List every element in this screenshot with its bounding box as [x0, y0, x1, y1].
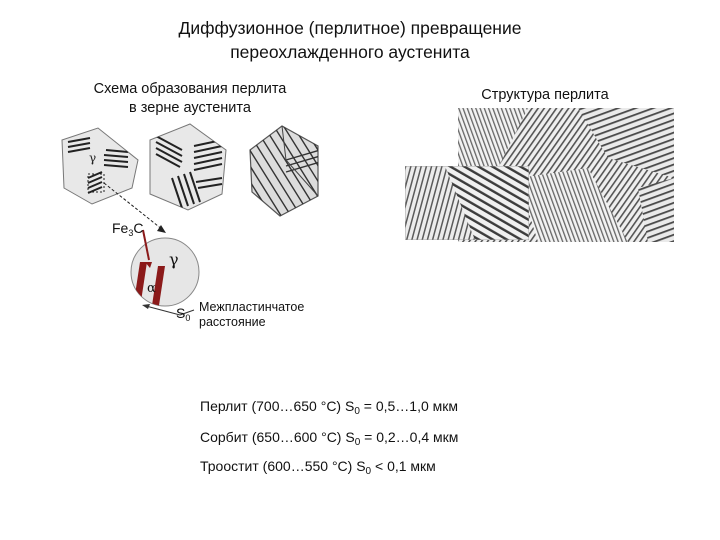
- formula-symbol: S: [345, 429, 355, 445]
- gamma-label-large: γ: [169, 250, 179, 269]
- formula-value: = 0,5…1,0 мкм: [363, 398, 459, 414]
- formula-troostite: Троостит (600…550 °C) S0 < 0,1 мкм: [200, 457, 436, 481]
- interlamellar-spacing-label: Межпластинчатое расстояние: [199, 300, 304, 330]
- grain-stage-1: γ: [61, 127, 139, 205]
- spacing-label-line-2: расстояние: [199, 315, 266, 329]
- formula-sorbite: Сорбит (650…600 °C) S0 = 0,2…0,4 мкм: [200, 428, 458, 452]
- cementite-subscript: 3: [128, 228, 133, 238]
- svg-text:Fe3C: Fe3C: [112, 220, 143, 238]
- spacing-label-line-1: Межпластинчатое: [199, 300, 305, 314]
- spacing-subscript: 0: [185, 313, 190, 323]
- cementite-fe: Fe: [112, 220, 129, 236]
- scheme-caption-line-2: в зерне аустенита: [129, 100, 251, 116]
- formula-pearlite: Перлит (700…650 °C) S0 = 0,5…1,0 мкм: [200, 397, 458, 421]
- formula-range: (600…550 °C): [262, 458, 353, 474]
- gamma-label-small: γ: [89, 151, 96, 165]
- formula-range: (650…600 °C): [251, 429, 342, 445]
- scheme-caption: Схема образования перлита в зерне аустен…: [50, 80, 330, 118]
- scheme-caption-line-1: Схема образования перлита: [93, 81, 287, 97]
- formula-symbol: S: [356, 458, 366, 474]
- enlarged-colony: γ α: [130, 229, 200, 316]
- svg-text:S0: S0: [176, 305, 190, 323]
- formula-name: Троостит: [200, 458, 259, 474]
- structure-caption: Структура перлита: [481, 87, 609, 103]
- grain-stage-2: [149, 123, 227, 211]
- formula-subscript: 0: [354, 437, 361, 448]
- title-line-1: Диффузионное (перлитное) превращение: [178, 18, 522, 38]
- pearlite-micrograph-2: [405, 166, 529, 240]
- formula-subscript: 0: [354, 406, 360, 417]
- spacing-symbol: S0: [176, 305, 190, 323]
- formula-name: Сорбит: [200, 429, 248, 445]
- formula-value: = 0,2…0,4 мкм: [364, 429, 459, 445]
- cementite-c: C: [133, 220, 143, 236]
- formula-value: < 0,1 мкм: [375, 458, 436, 474]
- cementite-label: Fe3C: [112, 220, 143, 238]
- formula-range: (700…650 °C): [251, 398, 342, 414]
- formula-symbol: S: [344, 398, 355, 414]
- grain-stage-3: [249, 125, 319, 217]
- formula-subscript: 0: [365, 466, 372, 477]
- alpha-label: α: [147, 281, 156, 296]
- formula-name: Перлит: [200, 398, 248, 414]
- title-line-2: переохлажденного аустенита: [230, 42, 470, 62]
- spacing-s: S: [176, 305, 185, 321]
- slide-title: Диффузионное (перлитное) превращение пер…: [100, 16, 600, 64]
- magnify-pointer: [87, 173, 166, 233]
